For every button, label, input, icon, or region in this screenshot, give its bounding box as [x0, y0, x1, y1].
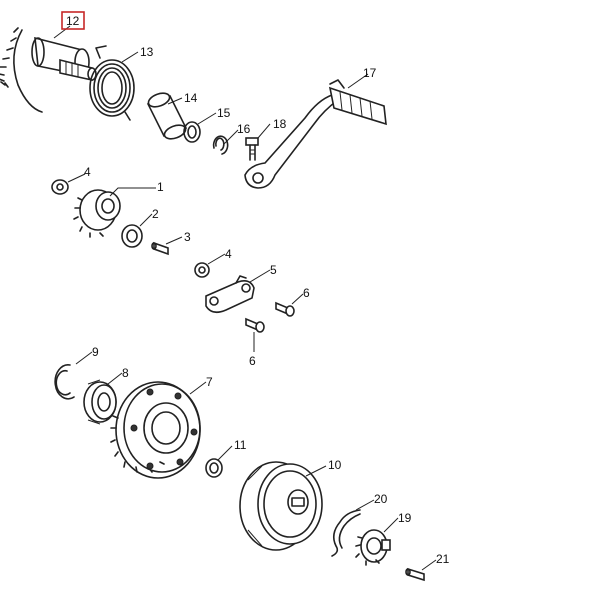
part-13-spring — [89, 45, 135, 121]
part-6-bolt-right — [275, 301, 295, 317]
callout-15[interactable]: 15 — [217, 106, 231, 120]
callout-2[interactable]: 2 — [152, 207, 159, 221]
callout-8[interactable]: 8 — [122, 366, 129, 380]
part-17-kick-lever — [244, 79, 387, 189]
callout-12[interactable]: 12 — [66, 14, 80, 28]
callout-1[interactable]: 1 — [157, 180, 164, 194]
callout-21[interactable]: 21 — [436, 552, 450, 566]
part-4-washer-upper — [51, 179, 69, 195]
part-10-drum — [239, 461, 323, 551]
callout-9[interactable]: 9 — [92, 345, 99, 359]
callout-5[interactable]: 5 — [270, 263, 277, 277]
callout-10[interactable]: 10 — [328, 458, 342, 472]
part-16-circlip — [212, 135, 229, 155]
part-8-bearing — [83, 379, 117, 425]
callout-19[interactable]: 19 — [398, 511, 412, 525]
callout-13[interactable]: 13 — [140, 45, 154, 59]
callout-14[interactable]: 14 — [184, 91, 198, 105]
callout-4-lower[interactable]: 4 — [225, 247, 232, 261]
callout-6-right[interactable]: 6 — [303, 286, 310, 300]
part-20-spring-clip — [331, 509, 361, 557]
callout-18[interactable]: 18 — [273, 117, 287, 131]
part-5-plate — [205, 275, 255, 314]
callout-6-lower[interactable]: 6 — [249, 354, 256, 368]
part-4-washer-lower — [194, 262, 210, 278]
part-21-pin — [405, 567, 425, 582]
part-9-circlip — [54, 364, 75, 400]
callout-12-highlight-box — [61, 11, 85, 30]
callout-7[interactable]: 7 — [206, 375, 213, 389]
callout-16[interactable]: 16 — [237, 122, 251, 136]
part-3-pin — [151, 241, 169, 256]
leader-lines — [53, 25, 437, 571]
callout-17[interactable]: 17 — [363, 66, 377, 80]
part-15-washer — [183, 121, 201, 143]
callout-20[interactable]: 20 — [374, 492, 388, 506]
callout-4-upper[interactable]: 4 — [84, 165, 91, 179]
part-19-ratchet — [355, 529, 391, 566]
part-11-washer — [205, 458, 223, 478]
part-14-bushing — [146, 92, 188, 140]
part-18-bolt — [245, 137, 259, 161]
callout-3[interactable]: 3 — [184, 230, 191, 244]
part-2-collar — [121, 224, 143, 248]
part-12-kick-axle — [0, 27, 97, 113]
callout-11[interactable]: 11 — [234, 438, 247, 452]
part-7-gear — [110, 381, 201, 479]
part-1-kick-gear — [73, 189, 121, 238]
part-6-bolt-lower — [245, 317, 265, 333]
